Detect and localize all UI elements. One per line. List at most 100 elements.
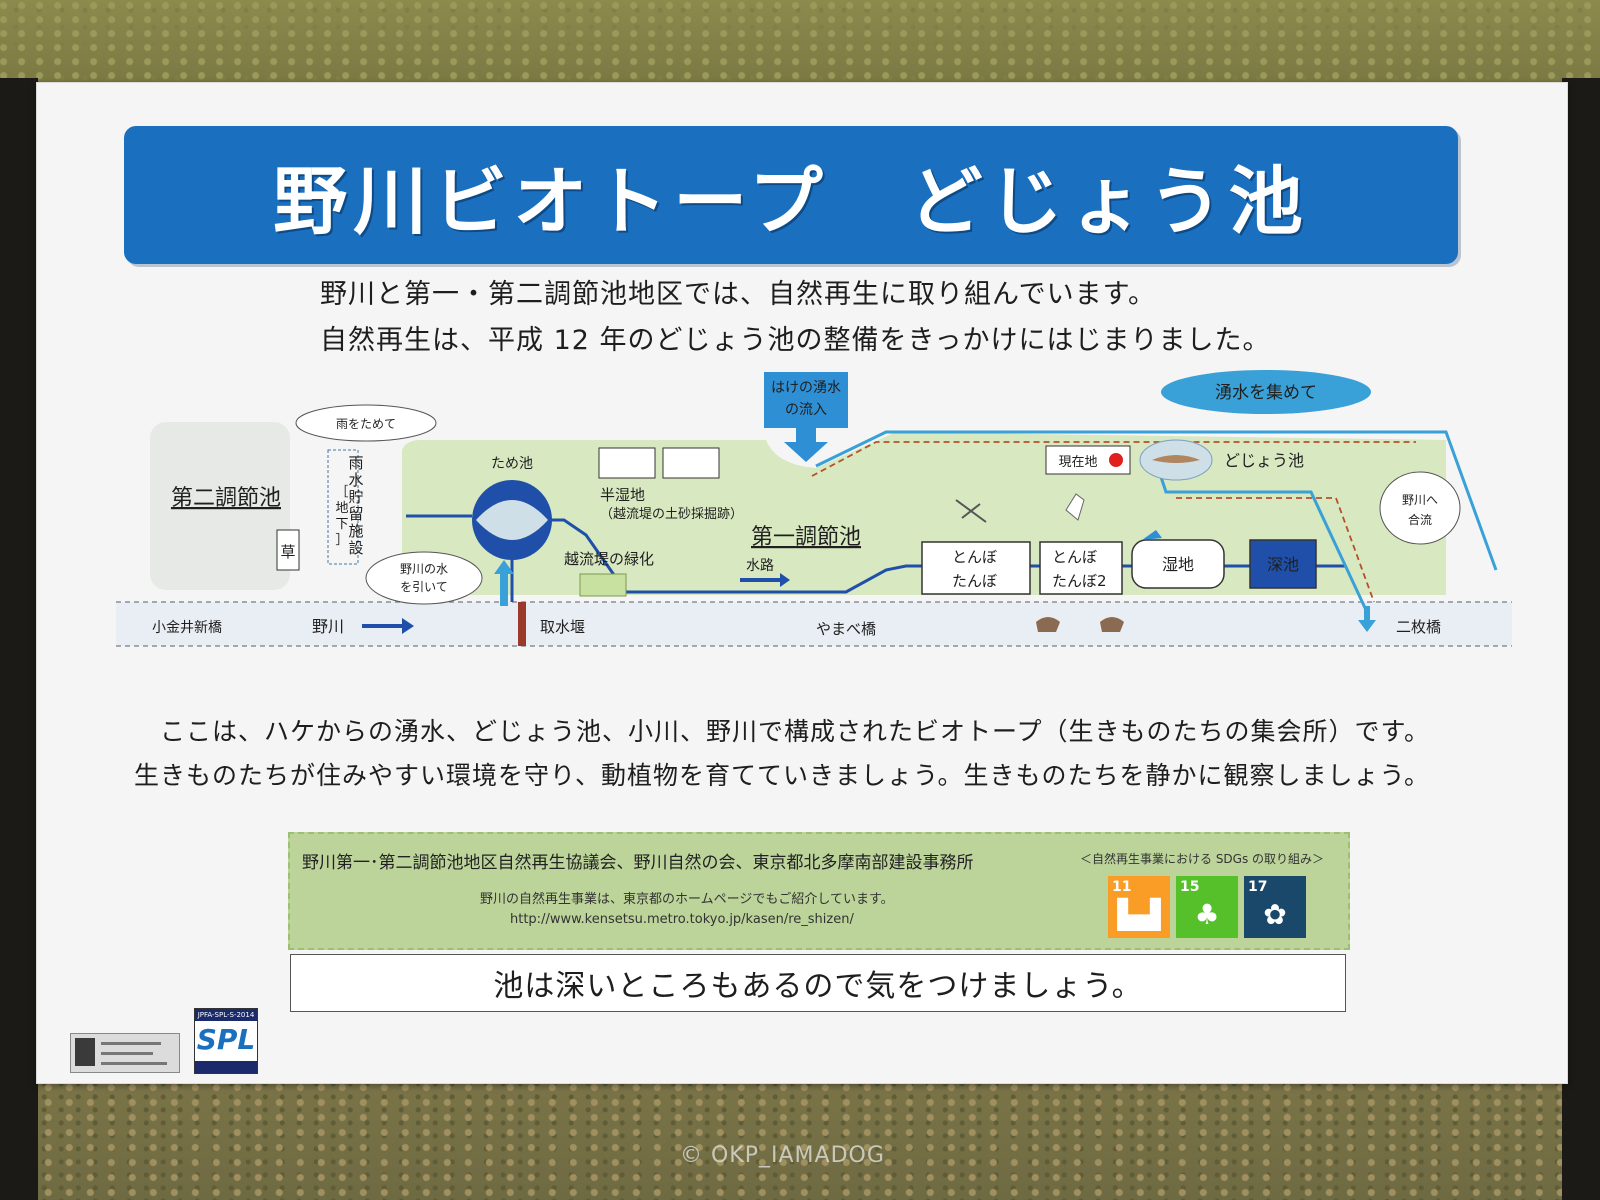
nogawa-water-line1: 野川の水: [400, 562, 448, 576]
hanshitchi-label: 半湿地: [600, 486, 645, 504]
confluence-arrow-icon: [1358, 606, 1376, 632]
shitchi-box: [1131, 539, 1225, 589]
underground-char-4: ］: [335, 533, 348, 548]
etsuryu-label: 越流堤の緑化: [564, 550, 654, 568]
tree-icon: ♣: [1194, 898, 1220, 931]
body-line-2: 生きものたちが住みやすい環境を守り、動植物を育てていきましょう。生きものたちを静…: [134, 761, 1431, 790]
qr-code-icon: [75, 1038, 95, 1066]
rain-bubble-label: 雨をためて: [336, 417, 396, 431]
flower-icon: ✿: [1263, 898, 1287, 931]
title-banner: 野川ビオトープ どじょう池: [124, 126, 1458, 264]
rain-storage-char-4: 留: [348, 505, 363, 523]
website-info: 野川の自然再生事業は、東京都のホームページでもご紹介しています。: [480, 892, 894, 907]
sdg-15-badge: 15 ♣: [1176, 876, 1238, 938]
right-arrow-icon: [740, 573, 790, 587]
spring-channel: [815, 430, 1498, 571]
walking-path: [811, 441, 1416, 603]
rain-storage-box: [327, 449, 359, 565]
grass-background-top: [0, 0, 1600, 90]
spl-standard-label: JPFA-SPL-S-2014適合: [195, 1009, 257, 1031]
loach-icon: [1152, 455, 1200, 463]
collect-spring-label: 湧水を集めて: [1215, 383, 1317, 403]
weir-marker: [518, 602, 526, 646]
dragonfly-icon: [955, 499, 987, 523]
sign-post-right: [1562, 78, 1600, 1200]
hanshitchi-box-2: [662, 447, 720, 479]
heron-icon: [1065, 493, 1085, 521]
underground-char-2: 地: [335, 501, 348, 516]
pond2-area: [150, 422, 290, 590]
gouryu-line2: 合流: [1408, 512, 1432, 527]
sdg-11-badge: 11 ▙▟: [1108, 876, 1170, 938]
page-title: 野川ビオトープ どじょう池: [273, 158, 1309, 245]
hanshitchi-box-1: [598, 447, 656, 479]
up-arrow-icon: [494, 560, 514, 606]
hanshitchi-sub-label: （越流堤の土砂採掘跡）: [600, 506, 743, 522]
shinchi-box: [1249, 539, 1317, 589]
body-line-1: ここは、ハケからの湧水、どじょう池、小川、野川で構成されたビオトープ（生きものた…: [160, 717, 1431, 746]
rain-storage-char-2: 水: [348, 471, 363, 489]
spl-logo: SPL: [196, 1023, 256, 1056]
pond2-label: 第二調節池: [171, 486, 281, 511]
rain-storage-char-5: 施: [348, 522, 363, 540]
genzaichi-label: 現在地: [1058, 455, 1097, 470]
tonbo-tanbo-1-box: [921, 541, 1031, 595]
collect-spring-bubble: [1161, 370, 1371, 414]
river-band: [116, 602, 1512, 646]
sdg-17-badge: 17 ✿: [1244, 876, 1306, 938]
shinchi-label: 深池: [1267, 555, 1299, 574]
organization-label: 野川第一･第二調節池地区自然再生協議会、野川自然の会、東京都北多摩南部建設事務所: [302, 853, 974, 873]
manufacturer-sticker: [70, 1033, 180, 1073]
rain-storage-char-1: 雨: [348, 454, 363, 472]
website-url: http://www.kensetsu.metro.tokyo.jp/kasen…: [510, 912, 854, 927]
sdg-info-panel: 野川第一･第二調節池地区自然再生協議会、野川自然の会、東京都北多摩南部建設事務所…: [288, 832, 1350, 950]
koganei-bridge-label: 小金井新橋: [152, 620, 222, 636]
spl-footer-bar: [195, 1061, 257, 1073]
photo-watermark: © OKP_IAMADOG: [680, 1143, 885, 1168]
tameike-label: ため池: [491, 456, 533, 472]
rain-storage-char-6: 設: [348, 539, 363, 557]
spl-certification-badge: JPFA-SPL-S-2014適合 SPL: [194, 1008, 258, 1074]
gouryu-bubble: [1379, 471, 1461, 545]
shitchi-label: 湿地: [1162, 555, 1194, 574]
current-location-dot: [1109, 453, 1123, 467]
tonbo-tanbo-2-line1: とんぼ: [1052, 548, 1097, 566]
nimai-bridge-label: 二枚橋: [1396, 618, 1441, 636]
yamabe-bridge-label: やまべ橋: [816, 620, 876, 638]
nogawa-river-label: 野川: [312, 617, 344, 636]
grass-marker: [276, 529, 300, 571]
tonbo-tanbo-1-line2: たんぼ: [952, 572, 997, 590]
down-arrow-icon: [784, 428, 828, 462]
tonbo-tanbo-1-line1: とんぼ: [952, 548, 997, 566]
kingfisher-icon: [1142, 530, 1162, 540]
suiro-label: 水路: [746, 558, 774, 574]
duck-icon: [1036, 617, 1124, 632]
warning-text: 池は深いところもあるので気をつけましょう。: [493, 969, 1143, 1004]
sign-post-left: [0, 78, 38, 1200]
tameike-inner: [476, 500, 548, 540]
etsuryu-marker: [579, 573, 627, 597]
flow-arrow-icon: [362, 618, 414, 634]
pond1-label: 第一調節池: [751, 525, 861, 550]
grass-background-bottom: [0, 1080, 1600, 1200]
warning-panel: 池は深いところもあるので気をつけましょう。: [290, 954, 1346, 1012]
intro-line-2: 自然再生は、平成 12 年のどじょう池の整備をきっかけにはじまりました。: [320, 325, 1271, 356]
hake-spring-box: [764, 372, 848, 428]
underground-char-1: ［: [335, 485, 348, 500]
city-icon: ▙▟: [1117, 898, 1161, 931]
tonbo-tanbo-2-line2: たんぼ2: [1052, 572, 1107, 590]
gouryu-line1: 野川へ: [1402, 493, 1438, 507]
intro-line-1: 野川と第一・第二調節池地区では、自然再生に取り組んでいます。: [320, 279, 1156, 310]
shusuiseki-label: 取水堰: [540, 618, 585, 636]
nogawa-water-bubble: [365, 551, 483, 605]
rain-bubble: [295, 404, 437, 442]
nogawa-water-line2: を引いて: [400, 580, 448, 594]
grass-label: 草: [280, 543, 295, 561]
biotope-map: はけの湧水 の流入 湧水を集めて 雨をためて 雨 水 貯 留 施 設 ［ 地 下…: [116, 370, 1512, 647]
dojo-label: どじょう池: [1224, 451, 1304, 470]
rain-storage-char-3: 貯: [348, 488, 363, 506]
hake-spring-line2: の流入: [785, 402, 827, 418]
tonbo-tanbo-2-box: [1039, 541, 1123, 595]
underground-char-3: 下: [335, 517, 348, 532]
hake-spring-line1: はけの湧水: [771, 380, 841, 396]
